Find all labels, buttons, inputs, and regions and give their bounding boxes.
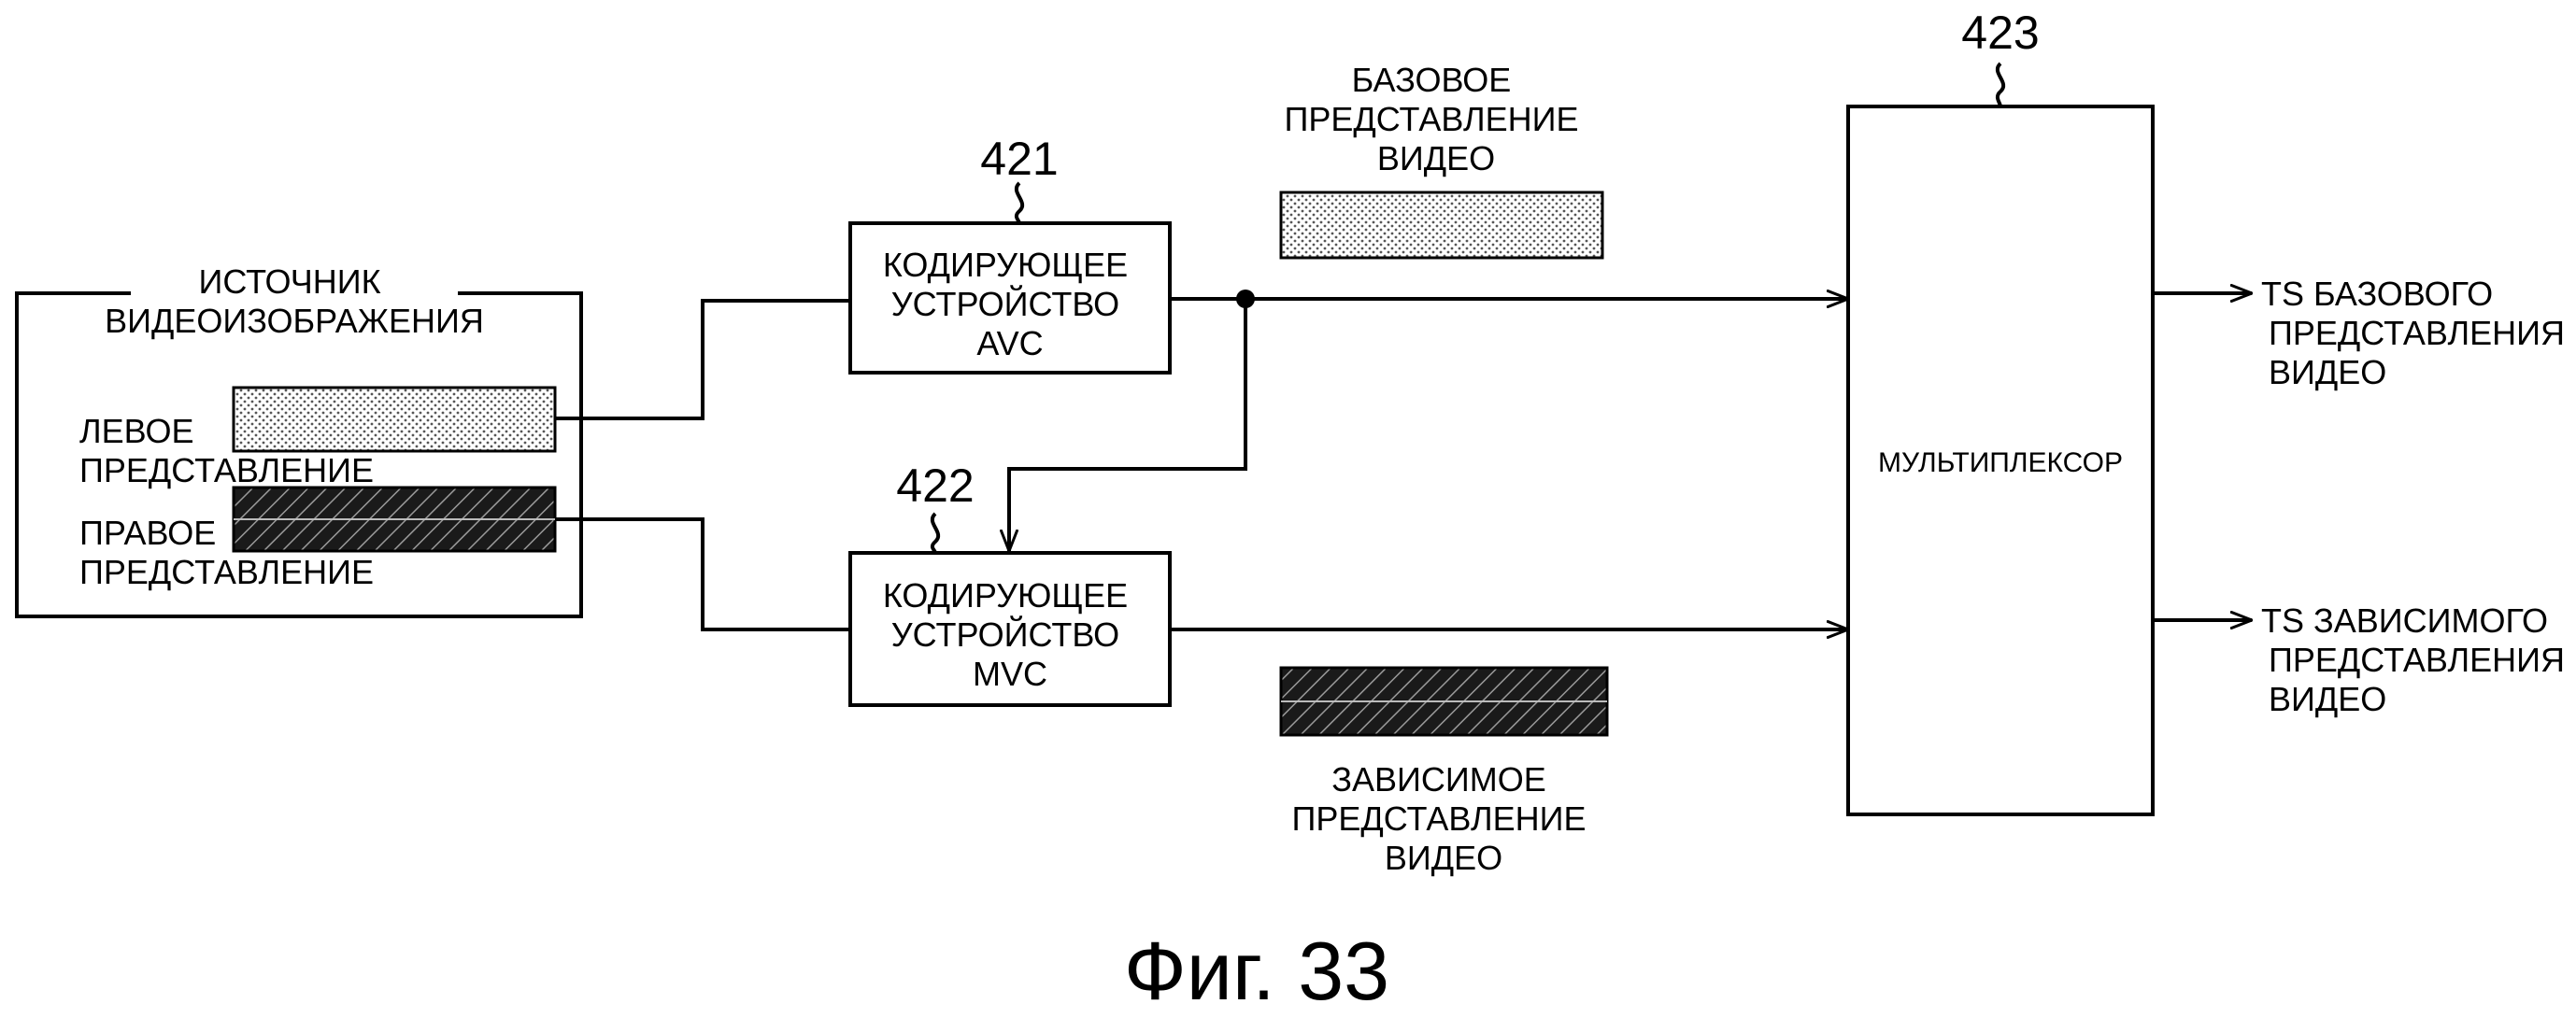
base-ts-output-label: TS БАЗОВОГО ПРЕДСТАВЛЕНИЯ ВИДЕО bbox=[2261, 275, 2574, 391]
multiplexer-ref-number: 423 bbox=[1961, 7, 2039, 59]
mvc-encoder-box bbox=[848, 551, 1172, 707]
mvc-ref-leader bbox=[930, 512, 941, 554]
right-view-connector bbox=[555, 517, 850, 631]
right-view-label: ПРАВОЕ ПРЕДСТАВЛЕНИЕ bbox=[79, 514, 374, 591]
avc-encoder: КОДИРУЮЩЕЕ УСТРОЙСТВО AVC 421 bbox=[848, 133, 1172, 375]
dependent-ts-output-label: TS ЗАВИСИМОГО ПРЕДСТАВЛЕНИЯ ВИДЕО bbox=[2261, 601, 2574, 718]
multiplexer-label: МУЛЬТИПЛЕКСОР bbox=[1878, 447, 2123, 478]
left-view-label: ЛЕВОЕ ПРЕДСТАВЛЕНИЕ bbox=[79, 412, 374, 489]
multiplexer-box bbox=[1846, 105, 2155, 816]
left-view-connector bbox=[555, 299, 850, 420]
avc-ref-leader bbox=[1014, 181, 1025, 224]
base-stream-legend: БАЗОВОЕ ПРЕДСТАВЛЕНИЕ ВИДЕО bbox=[1279, 61, 1604, 260]
left-view-swatch bbox=[232, 386, 557, 453]
avc-ref-number: 421 bbox=[980, 133, 1058, 185]
base-stream-swatch bbox=[1279, 191, 1604, 260]
multiplexer-ref-leader bbox=[1995, 62, 2006, 107]
dependent-stream-legend: ЗАВИСИМОЕ ПРЕДСТАВЛЕНИЕ ВИДЕО bbox=[1279, 666, 1609, 877]
video-source-group: ИСТОЧНИК ВИДЕОИЗОБРАЖЕНИЯ ЛЕВОЕ ПРЕДСТАВ… bbox=[15, 262, 583, 618]
mvc-ref-number: 422 bbox=[896, 460, 974, 512]
base-stream-label: БАЗОВОЕ ПРЕДСТАВЛЕНИЕ ВИДЕО bbox=[1284, 61, 1587, 177]
avc-encoder-label: КОДИРУЮЩЕЕ УСТРОЙСТВО AVC bbox=[883, 246, 1137, 362]
mvc-encoder: КОДИРУЮЩЕЕ УСТРОЙСТВО MVC 422 bbox=[848, 460, 1172, 707]
base-to-mvc-branch bbox=[1009, 299, 1247, 551]
multiplexer: МУЛЬТИПЛЕКСОР 423 bbox=[1846, 7, 2155, 816]
figure-caption: Фиг. 33 bbox=[1124, 925, 1389, 1017]
dependent-stream-label: ЗАВИСИМОЕ ПРЕДСТАВЛЕНИЕ ВИДЕО bbox=[1291, 760, 1595, 877]
video-source-title: ИСТОЧНИК ВИДЕОИЗОБРАЖЕНИЯ bbox=[105, 262, 484, 340]
mvc-encoder-label: КОДИРУЮЩЕЕ УСТРОЙСТВО MVC bbox=[883, 576, 1137, 693]
video-source-bracket bbox=[15, 291, 583, 618]
